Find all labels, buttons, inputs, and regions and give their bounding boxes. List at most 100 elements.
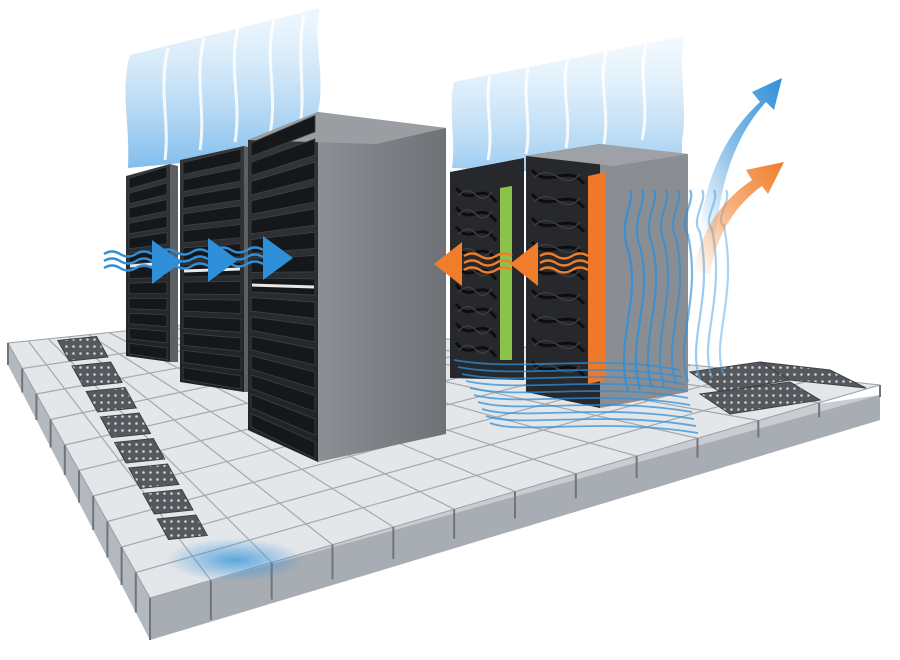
floor-cold-air-flow-lines <box>453 359 699 434</box>
green-pdu-strip <box>500 186 512 360</box>
server-unit <box>182 186 242 210</box>
cold-air-wave-line <box>103 264 153 272</box>
cable <box>457 305 493 316</box>
perforated-floor-tile <box>113 438 166 464</box>
server-unit <box>250 297 316 319</box>
floor-pedestals <box>7 343 881 640</box>
cold-air-wave-line <box>159 255 209 263</box>
floor-flow-line <box>461 373 685 385</box>
perforated-floor-tile <box>759 361 867 389</box>
server-unit <box>128 312 168 327</box>
perforated-floor-tile <box>698 381 822 415</box>
cold-air-wave-line <box>103 250 153 258</box>
exhaust-arrows <box>694 78 784 274</box>
rising-air-wave <box>682 189 694 383</box>
cable <box>533 315 581 326</box>
cable <box>457 267 493 277</box>
hot-air-wave-line <box>539 259 589 267</box>
floor-flow-line <box>465 380 687 392</box>
floor-tile-seam <box>27 340 212 581</box>
cable-bundle-rack-5 <box>530 168 586 377</box>
orange-airflow-arrow-icon <box>434 242 462 286</box>
floor-flow-line <box>469 387 689 399</box>
server-unit <box>250 393 316 436</box>
server-unit <box>182 349 242 371</box>
server-rack-5 <box>526 144 688 408</box>
orange-airflow-arrow-icon <box>510 242 538 286</box>
rising-air-wave <box>634 189 646 391</box>
server-unit <box>182 298 242 314</box>
cold-air-wave-line <box>159 262 209 270</box>
server-unit <box>250 374 316 413</box>
underfloor-cold-air-glow <box>165 538 305 582</box>
hot-air-exhaust-arrows <box>434 242 589 286</box>
server-unit <box>182 367 242 390</box>
cable <box>457 209 493 219</box>
cable <box>457 286 493 296</box>
cable <box>533 171 581 182</box>
perforated-floor-tile <box>57 336 109 362</box>
cable <box>533 291 581 302</box>
perforated-floor-tile <box>71 361 123 387</box>
hot-air-wave-line <box>463 266 513 274</box>
cable <box>533 195 581 206</box>
server-unit <box>182 315 242 333</box>
floor-flow-line <box>453 359 681 371</box>
server-unit <box>250 114 316 158</box>
server-unit <box>250 335 316 366</box>
hot-air-wave-line <box>463 259 513 267</box>
server-unit <box>182 332 242 352</box>
server-unit <box>250 355 316 390</box>
floor-tile-seam <box>88 334 394 528</box>
server-unit <box>128 342 168 360</box>
rising-air-wave <box>658 189 670 387</box>
cable <box>533 267 581 278</box>
cold-air-wave-line <box>214 253 264 261</box>
perforated-floor-tile <box>142 489 194 515</box>
server-rack-row-right <box>450 144 688 408</box>
cold-air-wave-line <box>103 257 153 265</box>
server-unit <box>182 167 242 193</box>
perforated-floor-tile <box>128 463 180 489</box>
rising-air-wave <box>646 189 658 389</box>
server-unit <box>128 297 168 311</box>
cold-air-wave-line <box>214 260 264 268</box>
floor-flow-line <box>457 366 683 378</box>
perforated-floor-tile <box>156 514 209 540</box>
server-unit <box>182 205 242 227</box>
server-unit <box>128 182 168 205</box>
server-unit <box>250 208 316 235</box>
cable <box>457 247 493 258</box>
cold-air-wave-line <box>214 246 264 254</box>
server-unit <box>128 215 168 235</box>
server-unit <box>250 138 316 177</box>
server-rack-3 <box>248 112 446 462</box>
cable <box>533 219 581 230</box>
perforated-tile-row-right <box>688 361 867 415</box>
server-unit <box>128 281 168 295</box>
cold-air-intake-arrows <box>103 236 293 284</box>
rising-air-wave <box>670 189 682 385</box>
floor-flow-line <box>473 394 691 406</box>
cable <box>457 344 493 354</box>
server-unit <box>182 224 242 244</box>
hot-air-wave-line <box>539 266 589 274</box>
perforated-floor-tile <box>99 412 152 438</box>
blue-airflow-arrow-icon <box>263 236 293 280</box>
server-unit <box>250 184 316 215</box>
cable <box>457 189 493 200</box>
server-unit <box>128 327 168 344</box>
blue-exhaust-arrow-icon <box>700 78 782 234</box>
cable <box>533 243 581 254</box>
server-unit <box>182 148 242 176</box>
cable <box>457 228 493 238</box>
floor-flow-line <box>485 415 697 427</box>
hot-air-wave-line <box>539 252 589 260</box>
orange-exhaust-arrow-icon <box>694 162 784 274</box>
server-rack-row-left <box>126 112 446 462</box>
cold-air-curtain-left <box>125 8 321 168</box>
server-unit <box>250 412 316 460</box>
server-unit <box>128 198 168 220</box>
floor-flow-line <box>489 422 699 434</box>
